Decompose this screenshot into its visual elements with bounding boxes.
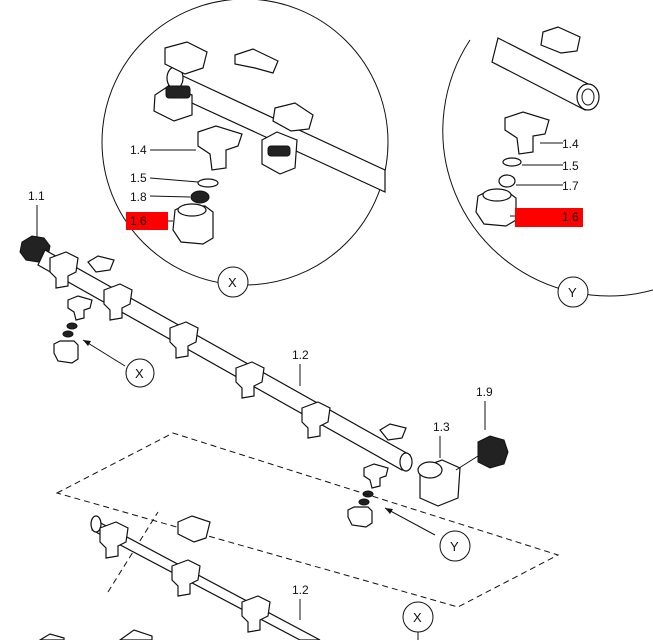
callout-y-detail: Y [568, 285, 577, 300]
highlight-1-6-y [515, 208, 583, 227]
label-1-2-bottom: 1.2 [292, 583, 309, 597]
callout-x-bottom: X [413, 610, 422, 625]
label-1-5-y: 1.5 [562, 159, 579, 173]
callout-y-main: Y [450, 539, 459, 554]
main-boom: 1.1 X 1.2 [19, 189, 509, 562]
label-1-6-x: 1.6 [130, 214, 147, 228]
label-1-4-x: 1.4 [130, 143, 147, 157]
callout-x-main: X [135, 366, 144, 381]
label-1-2-top: 1.2 [292, 348, 309, 362]
label-1-9: 1.9 [476, 385, 493, 399]
detail-y: 1.4 1.5 1.7 1.6 Y [442, 26, 653, 308]
label-1-8-x: 1.8 [130, 190, 147, 204]
label-1-1: 1.1 [28, 189, 45, 203]
label-1-5-x: 1.5 [130, 171, 147, 185]
label-1-4-y: 1.4 [562, 137, 579, 151]
label-1-3: 1.3 [433, 420, 450, 434]
label-1-6-y: 1.6 [562, 210, 579, 224]
detail-x: 1.4 1.5 1.8 1.6 X [101, 0, 389, 298]
lower-boom: 1.2 X [38, 432, 560, 640]
callout-x-detail: X [228, 275, 237, 290]
label-1-7-y: 1.7 [562, 179, 579, 193]
highlight-1-6-x [126, 212, 168, 230]
